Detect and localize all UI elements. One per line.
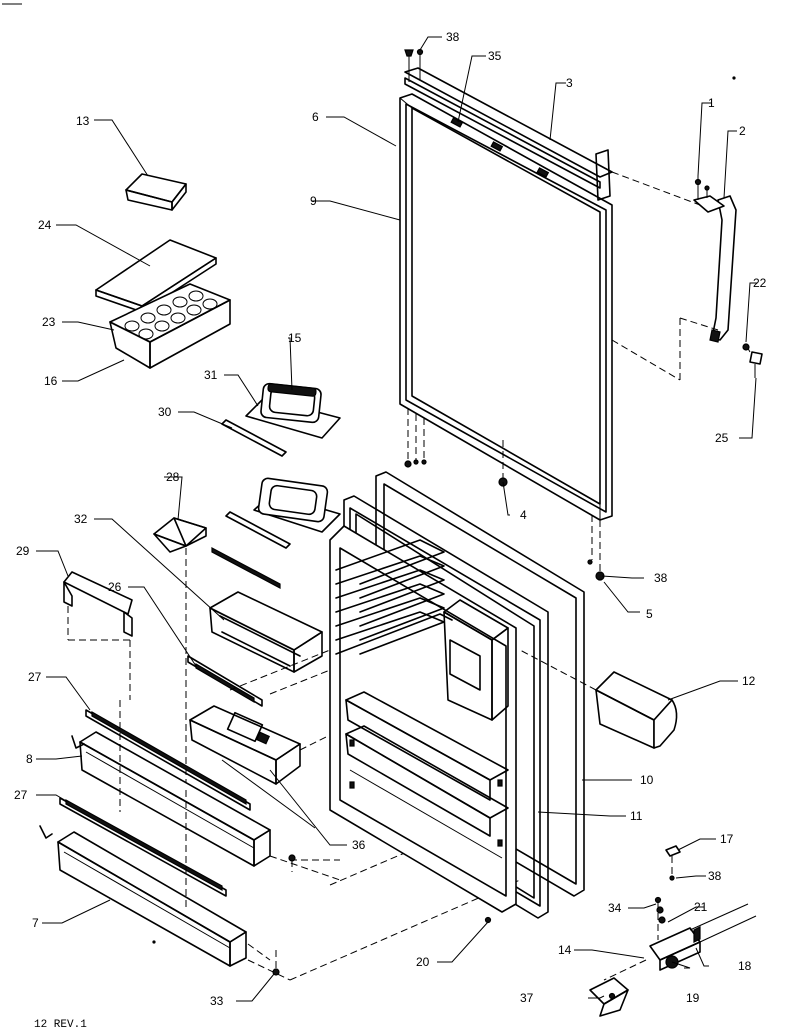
- egg-tray: [109, 283, 231, 369]
- callout-33: 33: [210, 994, 224, 1008]
- callout-21: 21: [694, 900, 708, 914]
- shelf-bar-27-upper: [85, 709, 251, 811]
- callout-3: 3: [566, 76, 573, 90]
- bin-32: [209, 547, 323, 673]
- callout-27-upper: 27: [28, 670, 42, 684]
- callout-30: 30: [158, 405, 172, 419]
- callout-38-lower: 38: [708, 869, 722, 883]
- callout-18: 18: [738, 959, 752, 973]
- deflector-12: [519, 649, 678, 749]
- callout-9: 9: [310, 194, 317, 208]
- callout-2: 2: [739, 124, 746, 138]
- callout-38-top: 38: [446, 30, 460, 44]
- callout-13: 13: [76, 114, 90, 128]
- callout-32: 32: [74, 512, 88, 526]
- callout-26: 26: [108, 580, 122, 594]
- callout-34: 34: [608, 901, 622, 915]
- stray-dot: [152, 940, 156, 944]
- screw-33: [272, 950, 280, 976]
- door-shelf-8: [71, 731, 271, 867]
- callout-12: 12: [742, 674, 756, 688]
- callout-23: 23: [42, 315, 56, 329]
- callout-8: 8: [26, 752, 33, 766]
- callout-7: 7: [32, 916, 39, 930]
- callout-22: 22: [753, 276, 767, 290]
- callout-27-lower: 27: [14, 788, 28, 802]
- callout-28: 28: [166, 470, 180, 484]
- screw-bin-36: [288, 854, 296, 872]
- callout-14: 14: [558, 943, 572, 957]
- callout-5: 5: [646, 607, 653, 621]
- door-shelf-7: [39, 825, 247, 967]
- upper-door-panel: [399, 48, 613, 581]
- callout-4: 4: [520, 508, 527, 522]
- callout-25: 25: [715, 431, 729, 445]
- hinge-hardware: [589, 845, 757, 1017]
- callout-11: 11: [630, 809, 643, 823]
- callout-36: 36: [352, 838, 366, 852]
- door-handle: [611, 171, 763, 381]
- shelf-bar-27-lower: [59, 797, 227, 897]
- bin-36: [189, 705, 301, 785]
- revision-label: 12 REV.1: [34, 1019, 87, 1031]
- callout-20: 20: [416, 955, 430, 969]
- callout-35: 35: [488, 49, 502, 63]
- callout-16: 16: [44, 374, 58, 388]
- stray-dot: [732, 76, 736, 80]
- leader-lines: [36, 36, 757, 1002]
- dairy-compartment-lower: [225, 477, 341, 549]
- lower-door-assembly: [329, 471, 585, 919]
- dairy-compartment-upper: [221, 382, 341, 457]
- callout-29: 29: [16, 544, 30, 558]
- callout-19: 19: [686, 991, 700, 1005]
- callout-10: 10: [640, 773, 654, 787]
- shelf-bar-26: [187, 655, 263, 707]
- callout-labels: 1 2 3 4 5 6 7 8 9 10 11 12 13 14 15 16 1…: [14, 30, 767, 1008]
- callout-38-mid: 38: [654, 571, 668, 585]
- callout-1: 1: [708, 96, 715, 110]
- bracket-29: [63, 571, 133, 700]
- screw-20: [484, 916, 492, 924]
- callout-37: 37: [520, 991, 534, 1005]
- callout-17: 17: [720, 832, 734, 846]
- butter-dish-lid: [125, 173, 187, 211]
- callout-6: 6: [312, 110, 319, 124]
- egg-cup-holder: [153, 517, 207, 790]
- callout-15: 15: [288, 331, 302, 345]
- callout-31: 31: [204, 368, 218, 382]
- callout-24: 24: [38, 218, 52, 232]
